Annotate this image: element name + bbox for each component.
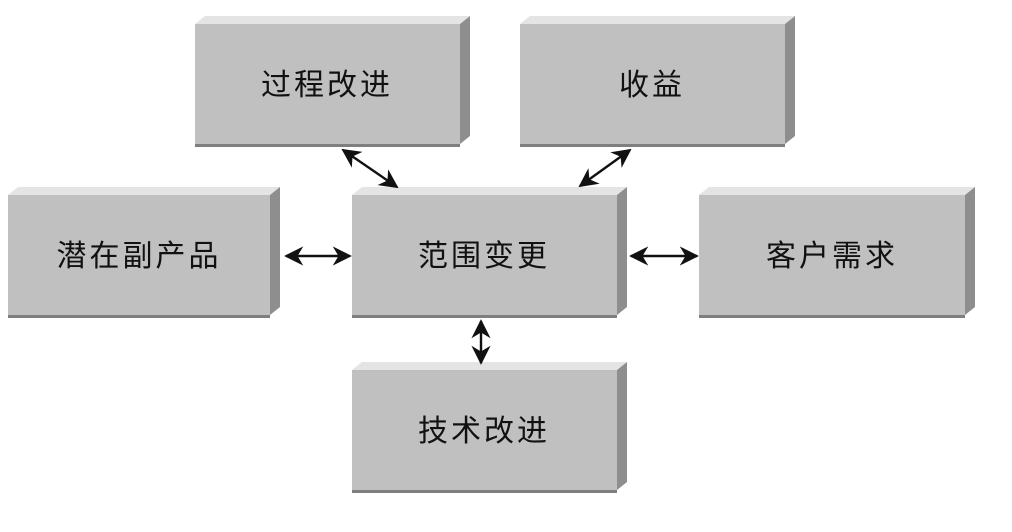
customer-requirement-label: 客户需求	[766, 239, 898, 274]
potential-byproduct-label: 潜在副产品	[57, 239, 222, 274]
arrow-benefit-scope	[578, 148, 632, 188]
technology-improvement-box: 技术改进	[352, 362, 627, 493]
arrow-process-scope	[341, 148, 399, 189]
process-improvement-label: 过程改进	[261, 68, 393, 103]
customer-requirement-box: 客户需求	[699, 187, 975, 318]
benefit-label: 收益	[619, 68, 685, 103]
process-improvement-box: 过程改进	[195, 16, 470, 147]
potential-byproduct-box: 潜在副产品	[8, 187, 280, 318]
scope-change-label: 范围变更	[418, 239, 550, 274]
scope-change-box: 范围变更	[352, 187, 627, 318]
benefit-box: 收益	[520, 16, 795, 147]
technology-improvement-label: 技术改进	[418, 414, 550, 449]
